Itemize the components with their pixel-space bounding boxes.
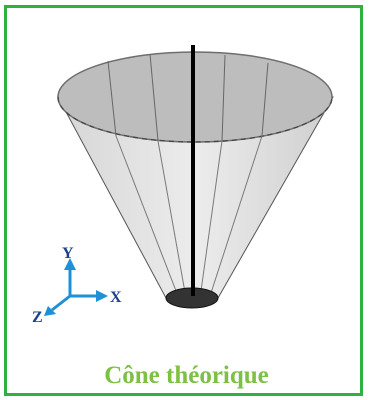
x-axis-label: X bbox=[110, 289, 122, 306]
figure-caption: Cône théorique bbox=[104, 362, 269, 389]
top-generatrix-lines bbox=[107, 53, 269, 142]
z-axis-label: Z bbox=[32, 309, 43, 326]
y-axis-label: Y bbox=[62, 245, 74, 262]
cone-generatrix-lines bbox=[115, 135, 263, 299]
coordinate-axes bbox=[44, 258, 108, 316]
